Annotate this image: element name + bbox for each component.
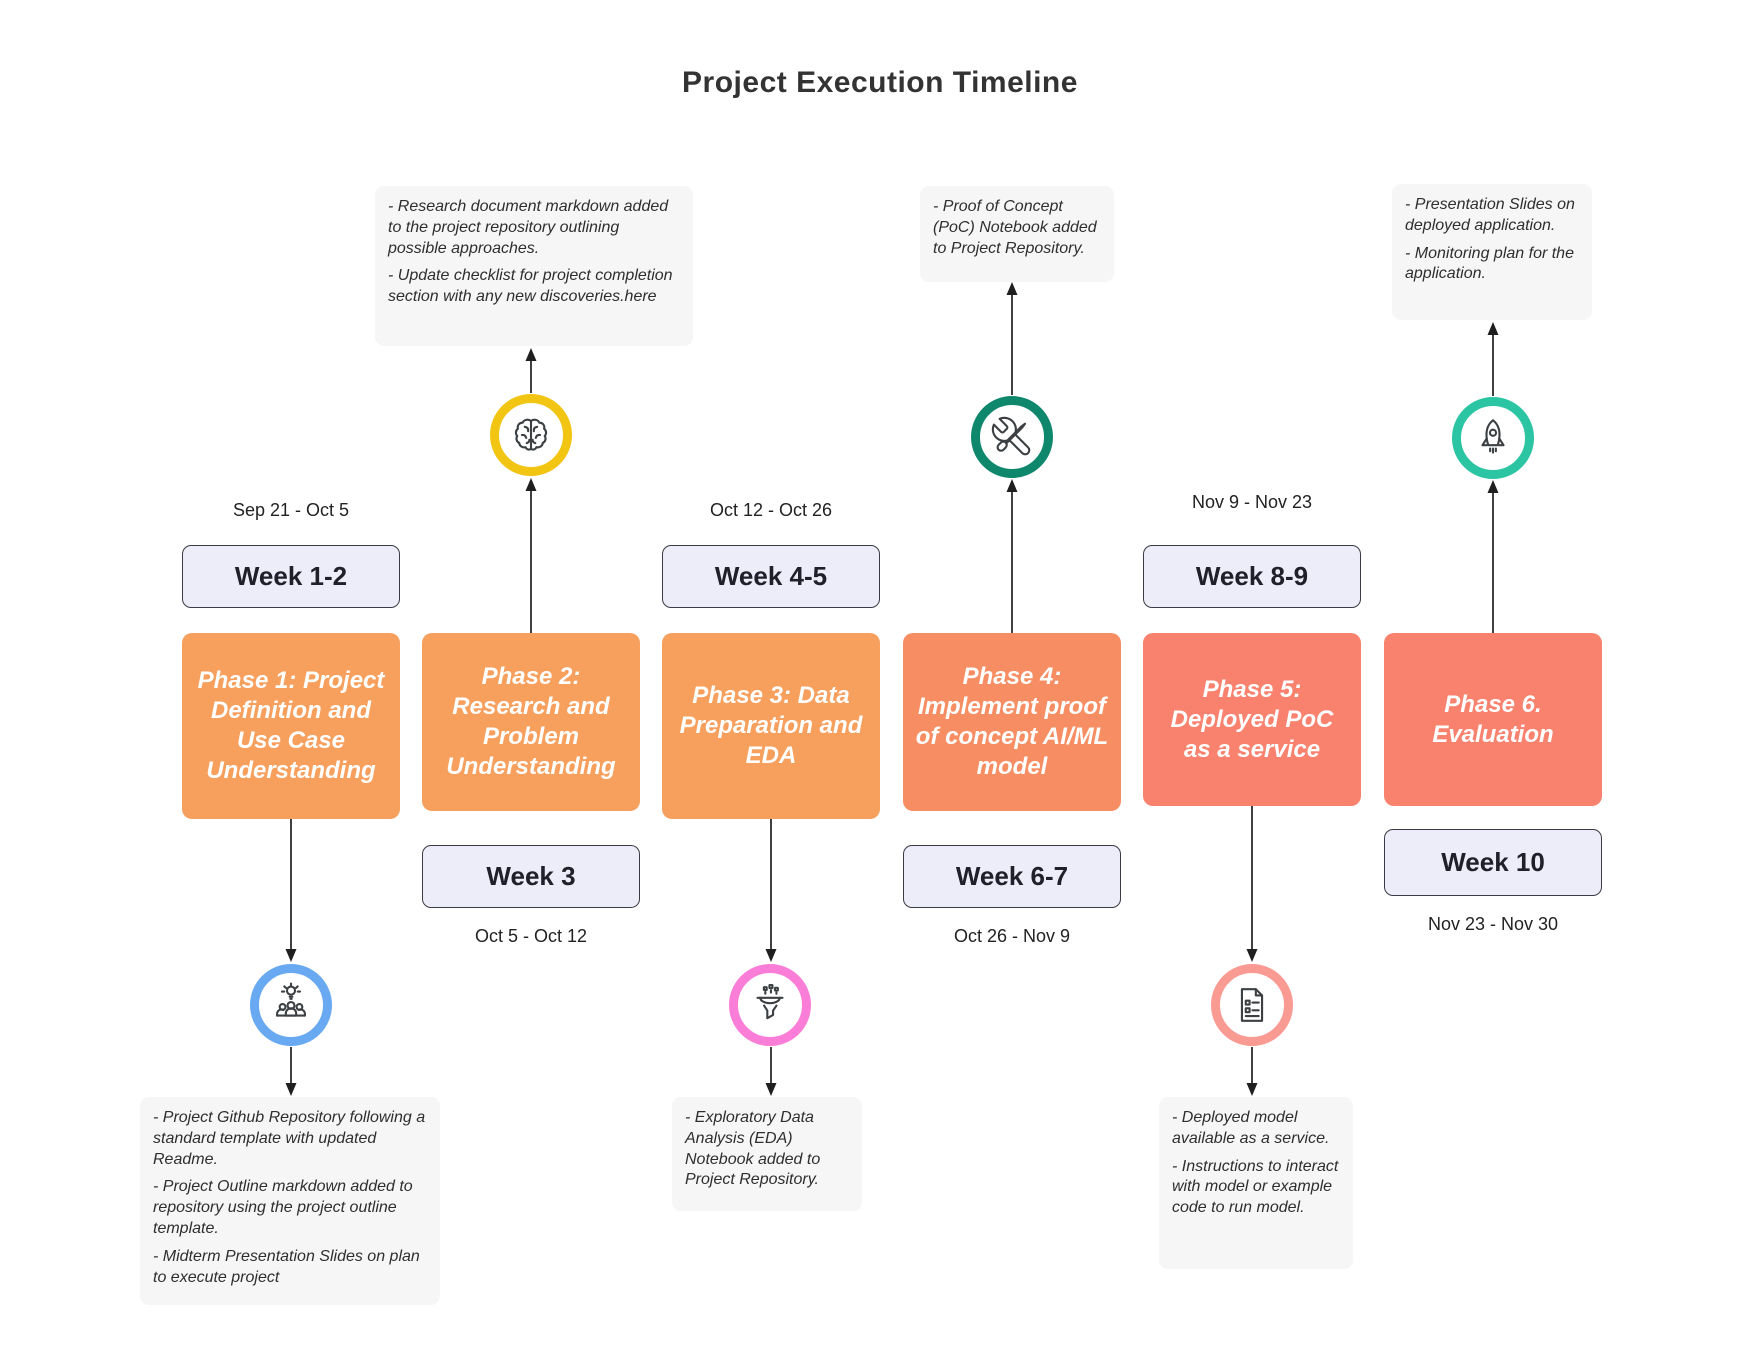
arrow-milestone5-to-note	[1246, 1047, 1258, 1096]
page-title: Project Execution Timeline	[682, 66, 1078, 99]
week-label: Week 6-7	[955, 861, 1069, 891]
phase-label: Phase 5: Deployed PoC as a service	[1170, 675, 1334, 763]
arrow-phase5-to-milestone	[1246, 806, 1258, 962]
arrow-phase4-to-milestone	[1006, 479, 1018, 633]
funnel-icon	[756, 984, 784, 1020]
arrow-phase3-to-milestone	[765, 819, 777, 962]
week-badge-phase3: Week 4-5	[662, 545, 880, 608]
phase5-box: Phase 5: Deployed PoC as a service	[1143, 633, 1361, 806]
note-line: - Exploratory Data Analysis (EDA) Notebo…	[685, 1109, 821, 1189]
week-label: Week 8-9	[1195, 561, 1309, 591]
phase1-box: Phase 1: Project Definition and Use Case…	[182, 633, 400, 819]
note-line: - Research document markdown added to th…	[388, 198, 669, 257]
phase-label: Phase 2: Research and Problem Understand…	[446, 663, 616, 780]
milestone-circle-phase5	[1211, 964, 1293, 1046]
week-label: Week 3	[486, 861, 576, 891]
note-line: - Deployed model available as a service.	[1172, 1109, 1330, 1147]
week-label: Week 4-5	[714, 561, 828, 591]
deliverables-note-phase2: - Research document markdown added to th…	[375, 186, 693, 346]
deliverables-note-phase3: - Exploratory Data Analysis (EDA) Notebo…	[672, 1097, 862, 1211]
week-label: Week 10	[1441, 847, 1545, 877]
arrow-milestone2-to-note	[525, 348, 537, 393]
date-range-phase3: Oct 12 - Oct 26	[709, 500, 833, 520]
phase3-box: Phase 3: Data Preparation and EDA	[662, 633, 880, 819]
date-range-phase1: Sep 21 - Oct 5	[232, 500, 350, 520]
rocket-icon	[1481, 419, 1505, 454]
brain-icon	[514, 418, 548, 451]
week-label: Week 1-2	[234, 561, 348, 591]
note-line: - Proof of Concept (PoC) Notebook added …	[933, 198, 1097, 257]
milestone-circle-phase6	[1452, 397, 1534, 479]
date-range-phase4: Oct 26 - Nov 9	[953, 926, 1071, 946]
arrow-phase6-to-milestone	[1487, 480, 1499, 633]
note-line: - Project Github Repository following a …	[153, 1109, 426, 1168]
phase-label: Phase 3: Data Preparation and EDA	[679, 682, 863, 769]
phase4-box: Phase 4: Implement proof of concept AI/M…	[903, 633, 1121, 811]
note-line: - Monitoring plan for the application.	[1405, 244, 1574, 283]
document-checklist-icon	[1240, 988, 1264, 1022]
milestone-circle-phase1	[250, 964, 332, 1046]
milestone-circle-phase3	[729, 964, 811, 1046]
deliverables-note-phase4: - Proof of Concept (PoC) Notebook added …	[920, 186, 1114, 282]
note-line: - Project Outline markdown added to repo…	[153, 1178, 413, 1237]
phase-label: Phase 1: Project Definition and Use Case…	[197, 667, 385, 784]
arrow-milestone3-to-note	[765, 1047, 777, 1096]
week-badge-phase6: Week 10	[1384, 829, 1602, 896]
tools-icon	[991, 416, 1031, 456]
arrow-milestone6-to-note	[1487, 322, 1499, 396]
date-range-phase5: Nov 9 - Nov 23	[1191, 492, 1313, 512]
deliverables-note-phase6: - Presentation Slides on deployed applic…	[1392, 184, 1592, 320]
milestone-circle-phase4	[971, 396, 1053, 478]
week-badge-phase2: Week 3	[422, 845, 640, 908]
week-badge-phase1: Week 1-2	[182, 545, 400, 608]
week-badge-phase5: Week 8-9	[1143, 545, 1361, 608]
phase-label: Phase 6. Evaluation	[1432, 690, 1554, 748]
arrow-milestone1-to-note	[285, 1047, 297, 1096]
arrow-milestone4-to-note	[1006, 282, 1018, 395]
week-badge-phase4: Week 6-7	[903, 845, 1121, 908]
arrow-phase1-to-milestone	[285, 819, 297, 962]
milestone-circle-phase2	[490, 394, 572, 476]
note-line: - Presentation Slides on deployed applic…	[1405, 196, 1575, 234]
deliverables-note-phase1: - Project Github Repository following a …	[140, 1097, 440, 1305]
date-range-phase2: Oct 5 - Oct 12	[474, 926, 588, 946]
phase2-box: Phase 2: Research and Problem Understand…	[422, 633, 640, 811]
note-line: - Instructions to interact with model or…	[1172, 1157, 1339, 1217]
phase-label: Phase 4: Implement proof of concept AI/M…	[915, 663, 1109, 780]
team-brainstorm-icon	[276, 982, 306, 1017]
arrow-phase2-to-milestone	[525, 478, 537, 633]
date-range-phase6: Nov 23 - Nov 30	[1427, 914, 1559, 934]
note-line: - Midterm Presentation Slides on plan to…	[153, 1247, 420, 1286]
phase6-box: Phase 6. Evaluation	[1384, 633, 1602, 806]
deliverables-note-phase5: - Deployed model available as a service.…	[1159, 1097, 1353, 1269]
note-line: - Update checklist for project completio…	[388, 267, 673, 306]
